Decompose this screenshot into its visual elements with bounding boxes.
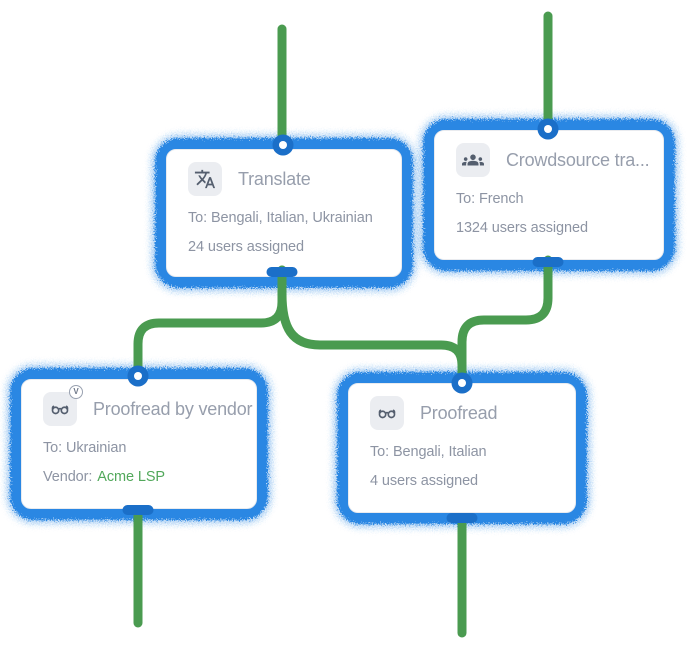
connector-crowdsource-to-proofread: [457, 255, 553, 388]
node-title: Proofread: [420, 402, 498, 423]
proofread-vendor-icon: V: [43, 385, 83, 426]
node-title: Crowdsource tra...: [506, 149, 650, 170]
node-target-languages: To: Ukrainian: [43, 440, 127, 456]
translate-icon: [188, 162, 222, 196]
node-card: Proofread To: Bengali, Italian 4 users a…: [348, 383, 576, 513]
node-card: Crowdsource tra... To: French 1324 users…: [434, 130, 664, 260]
node-card: Translate To: Bengali, Italian, Ukrainia…: [166, 149, 402, 277]
node-target-languages: To: Bengali, Italian: [370, 444, 487, 460]
workflow-node-translate[interactable]: Translate To: Bengali, Italian, Ukrainia…: [155, 138, 413, 288]
workflow-node-proofread-by-vendor[interactable]: V Proofread by vendor To: Ukrainian Vend…: [10, 368, 268, 520]
node-vendor-line: Vendor:Acme LSP: [43, 468, 242, 487]
vendor-label: Vendor:: [43, 469, 93, 485]
node-card: V Proofread by vendor To: Ukrainian Vend…: [21, 379, 257, 509]
workflow-node-crowdsource-translate[interactable]: Crowdsource tra... To: French 1324 users…: [423, 119, 675, 271]
node-target-languages: To: Bengali, Italian, Ukrainian: [188, 210, 373, 226]
vendor-link[interactable]: Acme LSP: [97, 469, 165, 485]
crowdsource-icon: [456, 143, 490, 177]
node-title: Proofread by vendor: [93, 398, 253, 419]
node-users-assigned: 1324 users assigned: [456, 220, 588, 236]
workflow-node-proofread[interactable]: Proofread To: Bengali, Italian 4 users a…: [337, 372, 587, 524]
node-title: Translate: [238, 168, 311, 189]
node-users-assigned: 24 users assigned: [188, 239, 304, 255]
node-target-languages: To: French: [456, 191, 524, 207]
vendor-badge-icon: V: [69, 385, 83, 399]
node-users-assigned: 4 users assigned: [370, 473, 479, 489]
proofread-icon: [370, 396, 404, 430]
